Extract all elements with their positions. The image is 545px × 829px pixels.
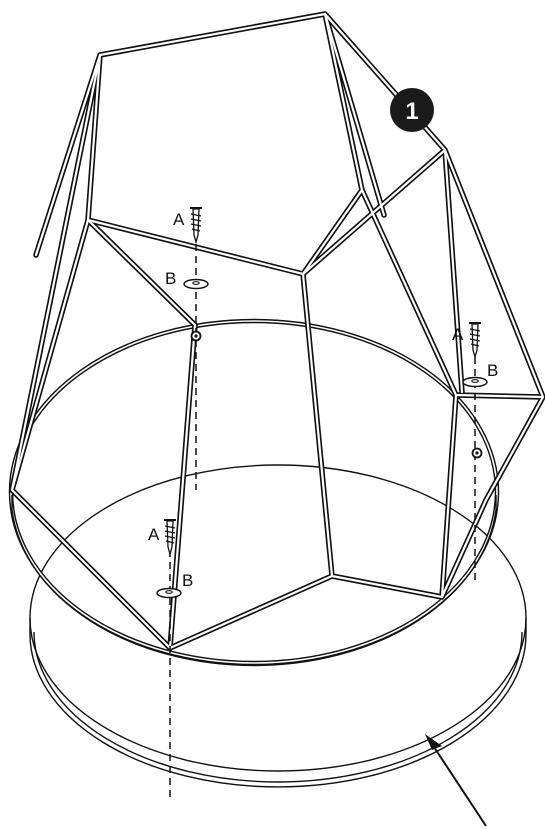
- fastener-bottom: A B: [148, 519, 193, 599]
- washer-icon: [462, 376, 488, 388]
- washer-label: B: [165, 269, 176, 288]
- step-badge-circle: [390, 88, 434, 132]
- fastener-right: A B: [452, 322, 498, 388]
- base-disc: [29, 464, 527, 788]
- geometric-frame: [9, 11, 545, 651]
- frame-holes: [190, 330, 483, 459]
- screw-label: A: [148, 525, 160, 544]
- screw-label: A: [452, 325, 464, 344]
- washer-icon: [156, 587, 182, 599]
- screw-label: A: [173, 210, 185, 229]
- step-badge: 1: [390, 88, 434, 132]
- hoop-ring: [8, 318, 500, 667]
- washer-icon: [183, 278, 209, 290]
- pointer-arrow: [425, 734, 487, 827]
- washer-label: B: [487, 361, 498, 380]
- screw-icon: [190, 207, 202, 245]
- screw-icon: [469, 322, 481, 360]
- fastener-top: A B: [165, 207, 209, 290]
- screw-icon: [164, 519, 176, 557]
- step-number: 1: [405, 98, 418, 125]
- washer-label: B: [182, 571, 193, 590]
